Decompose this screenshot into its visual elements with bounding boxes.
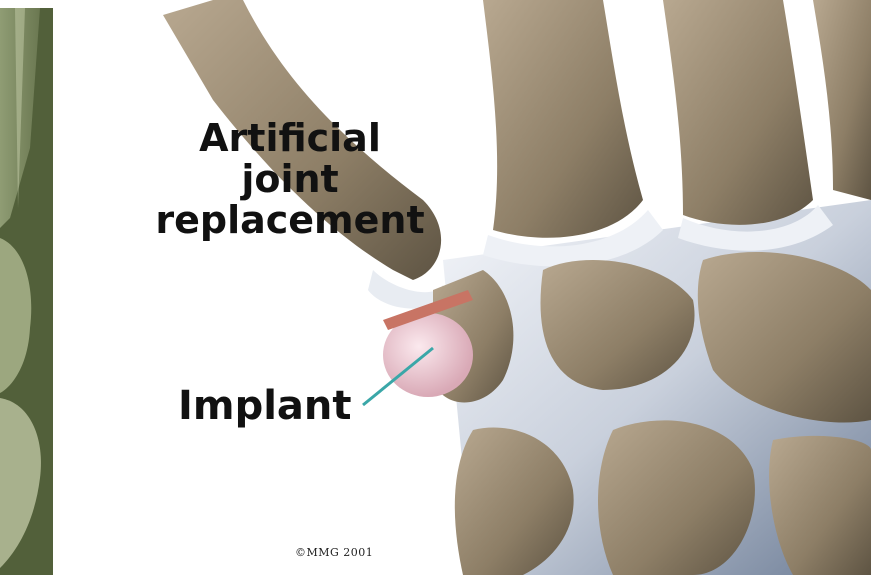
gap xyxy=(53,0,143,575)
title-label: Artificial joint replacement xyxy=(150,118,430,241)
implant-label: Implant xyxy=(178,386,352,426)
title-line-3: replacement xyxy=(150,200,430,241)
title-line-2: joint xyxy=(150,159,430,200)
bone-carpal-3 xyxy=(598,420,755,575)
bone-metacarpal-4 xyxy=(813,0,871,200)
bone-metacarpal-3 xyxy=(663,0,813,225)
bone-carpal-4 xyxy=(769,436,871,575)
copyright-label: ©MMG 2001 xyxy=(295,547,373,558)
title-line-1: Artificial xyxy=(150,118,430,159)
wrist-illustration xyxy=(143,0,871,575)
bone-metacarpal-2 xyxy=(483,0,643,238)
xray-image xyxy=(0,8,53,575)
